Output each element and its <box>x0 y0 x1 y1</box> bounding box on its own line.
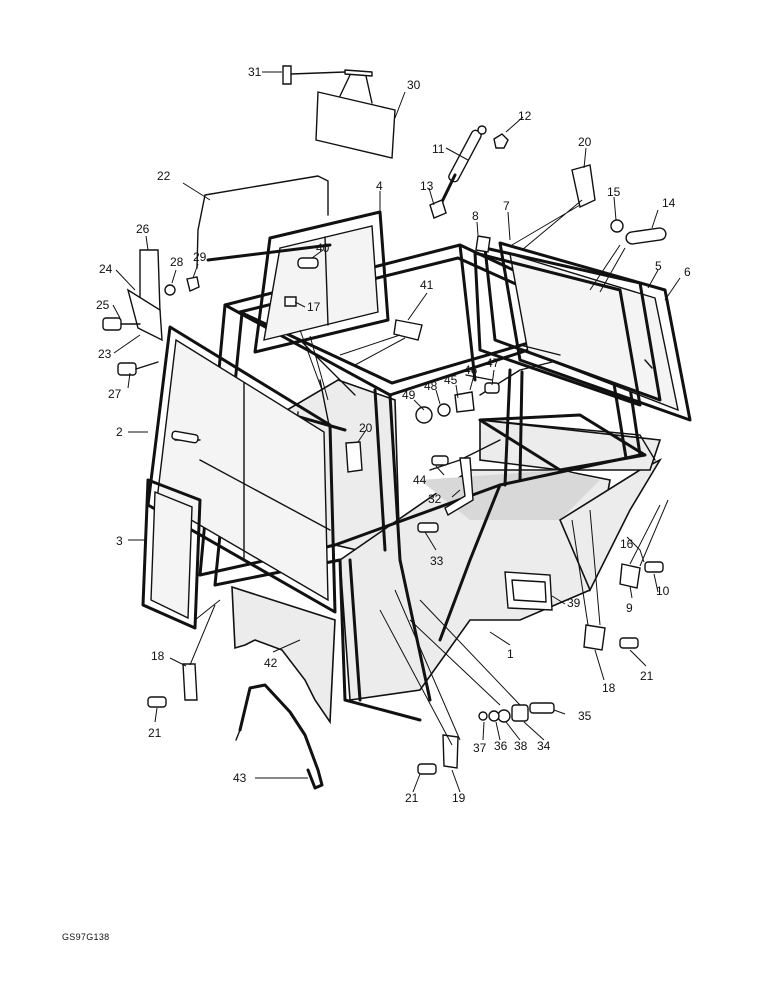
callout-5: 5 <box>655 259 662 273</box>
callout-49: 49 <box>402 388 416 402</box>
callout-15: 15 <box>607 185 621 199</box>
callout-31: 31 <box>248 65 262 79</box>
callout-27: 27 <box>108 387 122 401</box>
callout-44: 44 <box>413 473 427 487</box>
callout-45: 45 <box>444 373 458 387</box>
callout-42: 42 <box>264 656 278 670</box>
lower-door-panel <box>141 478 202 630</box>
callout-23: 23 <box>98 347 112 361</box>
callout-4: 4 <box>376 179 383 193</box>
callout-33: 33 <box>430 554 444 568</box>
floor-plate <box>231 585 336 725</box>
callout-1: 1 <box>507 647 514 661</box>
callout-46: 46 <box>464 363 478 377</box>
callout-3: 3 <box>116 534 123 548</box>
callout-2: 2 <box>116 425 123 439</box>
callout-16: 16 <box>620 537 634 551</box>
callout-12: 12 <box>518 109 532 123</box>
door-seal <box>196 175 332 269</box>
callout-7: 7 <box>503 199 510 213</box>
callout-41: 41 <box>420 278 434 292</box>
callout-14: 14 <box>662 196 676 210</box>
callout-25: 25 <box>96 298 110 312</box>
callout-18a: 18 <box>151 649 165 663</box>
callout-17: 17 <box>307 300 321 314</box>
drawing-code: GS97G138 <box>62 932 110 942</box>
callout-37: 37 <box>473 741 487 755</box>
leader-lines <box>112 71 681 793</box>
callout-8: 8 <box>472 209 479 223</box>
sun-visor <box>282 65 396 159</box>
callout-29: 29 <box>193 250 207 264</box>
callout-34: 34 <box>537 739 551 753</box>
rear-window-assembly <box>473 241 692 461</box>
hinge-assembly <box>102 249 200 376</box>
callout-24: 24 <box>99 262 113 276</box>
door <box>146 325 337 614</box>
callout-47: 47 <box>486 356 500 370</box>
callout-26: 26 <box>136 222 150 236</box>
callout-43: 43 <box>233 771 247 785</box>
callout-20b: 20 <box>359 421 373 435</box>
callout-9: 9 <box>626 601 633 615</box>
fasteners <box>147 164 667 775</box>
callout-28: 28 <box>170 255 184 269</box>
callout-39: 39 <box>567 596 581 610</box>
side-window <box>253 210 390 354</box>
callout-6: 6 <box>684 265 691 279</box>
callout-labels: 1 2 3 4 5 6 7 8 9 10 11 12 13 14 15 16 1… <box>96 65 691 805</box>
callout-18b: 18 <box>602 681 616 695</box>
callout-21c: 21 <box>405 791 419 805</box>
callout-36: 36 <box>494 739 508 753</box>
callout-20a: 20 <box>578 135 592 149</box>
callout-22: 22 <box>157 169 171 183</box>
callout-35: 35 <box>578 709 592 723</box>
callout-11: 11 <box>432 142 445 156</box>
callout-19: 19 <box>452 791 466 805</box>
callout-38: 38 <box>514 739 528 753</box>
callout-32: 32 <box>428 492 442 506</box>
gas-strut <box>429 125 509 219</box>
callout-10: 10 <box>656 584 670 598</box>
callout-30: 30 <box>407 78 421 92</box>
seal-strip <box>235 683 324 790</box>
callout-13: 13 <box>420 179 434 193</box>
callout-21a: 21 <box>148 726 162 740</box>
callout-48: 48 <box>424 379 438 393</box>
callout-40: 40 <box>316 241 330 255</box>
callout-21b: 21 <box>640 669 654 683</box>
